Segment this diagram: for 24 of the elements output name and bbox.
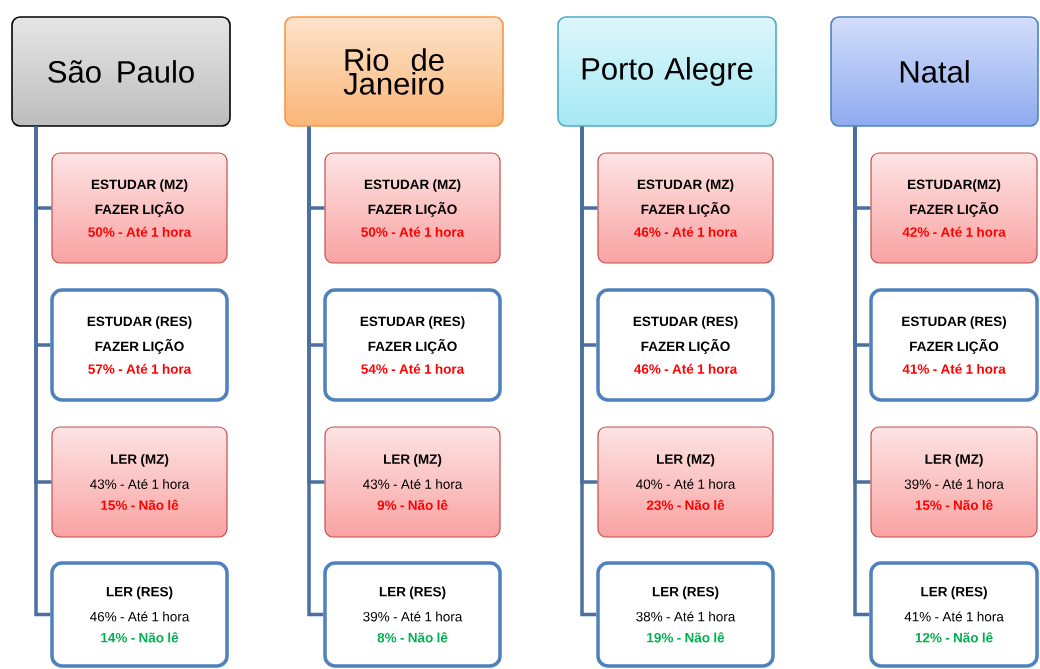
activity-box: LER (MZ) 40% - Até 1 hora 23% - Não lê xyxy=(597,426,774,538)
activity-box: LER (RES) 39% - Até 1 hora 8% - Não lê xyxy=(323,561,502,668)
activity-box: ESTUDAR (RES) FAZER LIÇÃO 46% - Até 1 hora xyxy=(596,288,775,402)
activity-box: ESTUDAR (MZ) FAZER LIÇÃO 50% - Até 1 hora xyxy=(51,152,228,264)
activity-box: ESTUDAR (MZ) FAZER LIÇÃO 46% - Até 1 hora xyxy=(597,152,774,264)
activity-box: LER (MZ) 43% - Até 1 hora 9% - Não lê xyxy=(324,426,501,538)
activity-box: ESTUDAR (RES) FAZER LIÇÃO 41% - Até 1 hora xyxy=(869,288,1039,402)
tree-connector xyxy=(580,126,597,617)
activity-box: LER (RES) 41% - Até 1 hora 12% - Não lê xyxy=(869,561,1039,668)
activity-box: ESTUDAR(MZ) FAZER LIÇÃO 42% - Até 1 hora xyxy=(870,152,1038,264)
header-box: Porto Alegre xyxy=(557,16,777,127)
tree-connector xyxy=(853,126,870,617)
activity-box: LER (RES) 38% - Até 1 hora 19% - Não lê xyxy=(596,561,775,668)
activity-box: ESTUDAR (RES) FAZER LIÇÃO 54% - Até 1 hora xyxy=(323,288,502,402)
header-box: Natal xyxy=(830,16,1039,127)
tree-connector xyxy=(307,126,324,617)
activity-box: LER (MZ) 39% - Até 1 hora 15% - Não lê xyxy=(870,426,1038,538)
header-box: Rio de Janeiro xyxy=(284,16,504,127)
activity-box: ESTUDAR (MZ) FAZER LIÇÃO 50% - Até 1 hora xyxy=(324,152,501,264)
activity-box: ESTUDAR (RES) FAZER LIÇÃO 57% - Até 1 hora xyxy=(50,288,229,402)
activity-box: LER (RES) 46% - Até 1 hora 14% - Não lê xyxy=(50,561,229,668)
activity-box: LER (MZ) 43% - Até 1 hora 15% - Não lê xyxy=(51,426,228,538)
header-box: São Paulo xyxy=(11,16,231,127)
tree-connector xyxy=(34,126,51,617)
